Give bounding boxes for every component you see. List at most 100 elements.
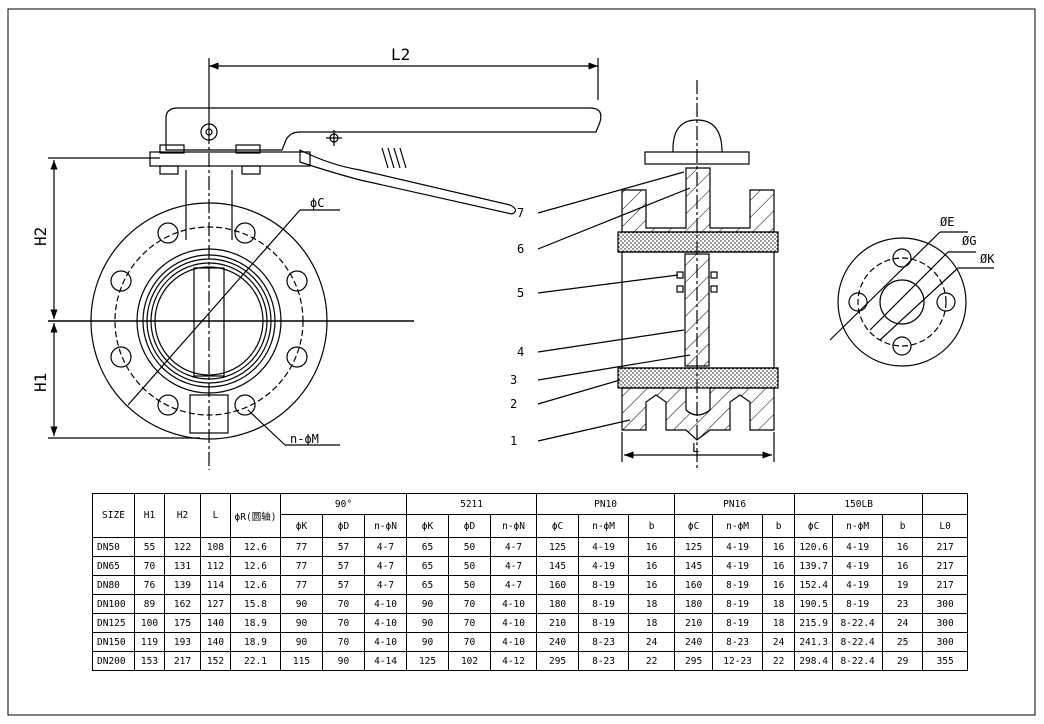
th-sub: b — [882, 514, 924, 538]
table-cell: 24 — [762, 632, 796, 652]
th-l0: L0 — [922, 514, 969, 538]
table-cell: 215.9 — [794, 613, 834, 633]
table-cell: 122 — [164, 537, 201, 557]
table-cell: 127 — [200, 594, 231, 614]
table-cell: 217 — [164, 651, 201, 671]
table-cell: DN150 — [92, 632, 135, 652]
table-cell: 12-23 — [712, 651, 764, 671]
table-cell: 24 — [882, 613, 924, 633]
table-cell: 210 — [674, 613, 714, 633]
th-sub: ϕC — [536, 514, 580, 538]
table-cell: DN100 — [92, 594, 135, 614]
table-cell: 65 — [406, 556, 450, 576]
table-cell: 57 — [322, 556, 365, 576]
table-cell: 4-10 — [490, 613, 538, 633]
table-cell: 4-19 — [832, 537, 884, 557]
label-phiC: ϕC — [310, 196, 324, 210]
table-cell: DN125 — [92, 613, 135, 633]
table-cell: DN65 — [92, 556, 135, 576]
table-cell: 90 — [280, 632, 323, 652]
table-cell: DN200 — [92, 651, 135, 671]
th-h1: H1 — [134, 493, 165, 538]
table-cell: 125 — [406, 651, 450, 671]
callout-4: 4 — [517, 345, 524, 359]
table-cell: 217 — [922, 556, 969, 576]
table-cell: 18.9 — [230, 613, 281, 633]
table-cell: 70 — [322, 594, 365, 614]
table-cell: 16 — [762, 537, 796, 557]
th-group-pn16: PN16 — [674, 493, 796, 515]
table-cell: 50 — [448, 537, 492, 557]
th-group-5211: 5211 — [406, 493, 538, 515]
table-cell: 77 — [280, 575, 323, 595]
table-cell: 300 — [922, 594, 969, 614]
spec-table: SIZE H1 H2 L ϕR(圆轴) 90° 5211 PN10 PN16 1… — [92, 493, 969, 671]
th-sub: n-ϕM — [832, 514, 884, 538]
label-phiE: ØE — [940, 215, 954, 229]
table-cell: 4-19 — [832, 556, 884, 576]
label-H1: H1 — [31, 373, 50, 392]
table-cell: 4-7 — [490, 556, 538, 576]
table-cell: 295 — [674, 651, 714, 671]
table-cell: 4-7 — [490, 575, 538, 595]
callout-5: 5 — [517, 286, 524, 300]
table-cell: 22 — [628, 651, 676, 671]
table-cell: 16 — [628, 537, 676, 557]
table-cell: 12.6 — [230, 575, 281, 595]
table-cell: 162 — [164, 594, 201, 614]
table-cell: 139.7 — [794, 556, 834, 576]
th-sub: n-ϕN — [490, 514, 538, 538]
th-sub: n-ϕM — [712, 514, 764, 538]
table-cell: 16 — [762, 575, 796, 595]
callout-2: 2 — [510, 397, 517, 411]
table-cell: 76 — [134, 575, 165, 595]
table-cell: 22.1 — [230, 651, 281, 671]
table-cell: 12.6 — [230, 556, 281, 576]
table-cell: 57 — [322, 575, 365, 595]
table-cell: 8-19 — [712, 613, 764, 633]
table-cell: 90 — [406, 594, 450, 614]
table-cell: 125 — [674, 537, 714, 557]
table-cell: 160 — [674, 575, 714, 595]
table-cell: 4-19 — [578, 537, 630, 557]
th-sub: ϕC — [674, 514, 714, 538]
th-sub: n-ϕN — [363, 514, 408, 538]
th-sub: ϕD — [322, 514, 365, 538]
table-cell: 8-19 — [712, 594, 764, 614]
th-l: L — [200, 493, 231, 538]
table-cell: 145 — [674, 556, 714, 576]
table-cell: 119 — [134, 632, 165, 652]
table-cell: 300 — [922, 613, 969, 633]
table-cell: 18 — [628, 613, 676, 633]
table-cell: 15.8 — [230, 594, 281, 614]
table-cell: 115 — [280, 651, 323, 671]
table-cell: 18 — [762, 613, 796, 633]
table-cell: 70 — [448, 594, 492, 614]
table-cell: 70 — [448, 632, 492, 652]
label-nphiM: n-ϕM — [290, 432, 319, 446]
th-sub: n-ϕM — [578, 514, 630, 538]
th-sub: ϕK — [280, 514, 323, 538]
table-cell: 193 — [164, 632, 201, 652]
label-phiK: ØK — [980, 252, 995, 266]
table-cell: 131 — [164, 556, 201, 576]
table-cell: 55 — [134, 537, 165, 557]
table-cell: 4-10 — [490, 632, 538, 652]
table-cell: 16 — [628, 556, 676, 576]
callout-1: 1 — [510, 434, 517, 448]
table-cell: DN80 — [92, 575, 135, 595]
table-cell: 8-19 — [578, 575, 630, 595]
table-cell: 108 — [200, 537, 231, 557]
table-cell: 65 — [406, 537, 450, 557]
table-cell: 8-22.4 — [832, 651, 884, 671]
table-cell: 152.4 — [794, 575, 834, 595]
front-view — [48, 58, 602, 470]
table-cell: 90 — [280, 594, 323, 614]
table-cell: 24 — [628, 632, 676, 652]
